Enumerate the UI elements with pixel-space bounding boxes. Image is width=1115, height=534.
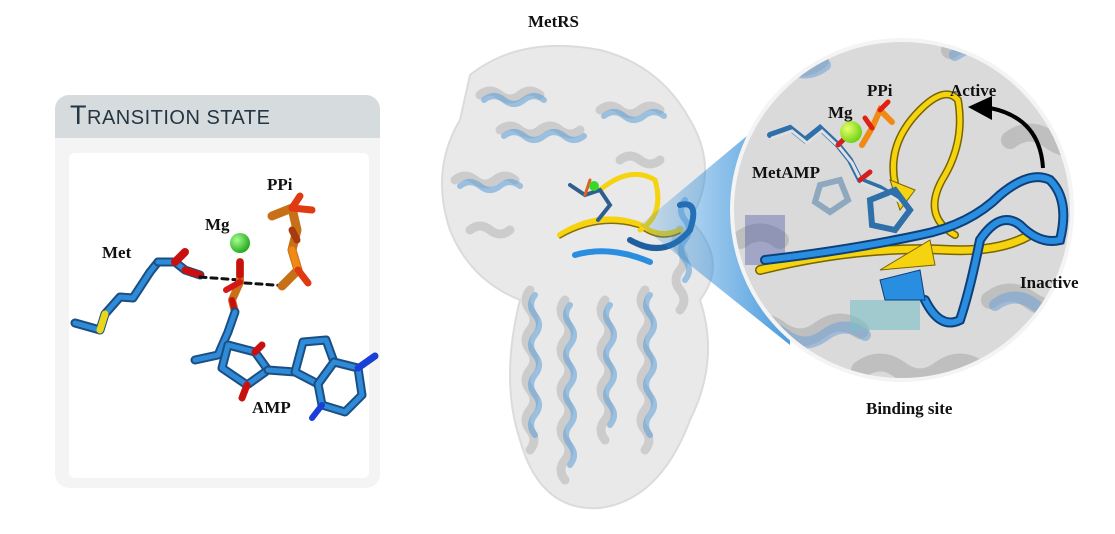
panel-inner bbox=[69, 153, 369, 478]
label-met: Met bbox=[102, 243, 132, 262]
label-amp: AMP bbox=[252, 398, 291, 417]
zoom-label-mg: Mg bbox=[828, 103, 853, 122]
transition-state-panel: TRANSITION STATE bbox=[55, 95, 380, 488]
panel-title-rest: RANSITION STATE bbox=[87, 107, 271, 129]
binding-site-zoom bbox=[730, 38, 1074, 382]
panel-header: TRANSITION STATE bbox=[55, 95, 380, 138]
zoom-label-inactive: Inactive bbox=[1020, 273, 1079, 292]
zoom-magnesium-ion bbox=[840, 121, 862, 143]
zoom-label-ppi: PPi bbox=[867, 81, 893, 100]
magnesium-ion bbox=[230, 233, 250, 253]
active-inactive-arrow bbox=[989, 106, 1045, 169]
transition-state-molecule bbox=[70, 192, 379, 421]
label-mg: Mg bbox=[205, 215, 230, 234]
dashed-bond-1 bbox=[198, 275, 242, 282]
label-ppi: PPi bbox=[267, 175, 293, 194]
pyrophosphate bbox=[267, 192, 316, 291]
amp-phosphate bbox=[223, 258, 244, 316]
amp-ribose-adenine bbox=[190, 307, 379, 421]
zoom-label-active: Active bbox=[950, 81, 997, 100]
methionine bbox=[70, 248, 205, 335]
zoom-label-metamp: MetAMP bbox=[752, 163, 820, 182]
panel-title-initial: T bbox=[70, 100, 87, 130]
zoom-caption: Binding site bbox=[866, 399, 953, 418]
arrow-head-icon bbox=[968, 96, 992, 120]
protein-title: MetRS bbox=[528, 12, 579, 31]
metrs-protein-structure bbox=[441, 44, 714, 510]
panel-title: TRANSITION STATE bbox=[70, 100, 270, 131]
